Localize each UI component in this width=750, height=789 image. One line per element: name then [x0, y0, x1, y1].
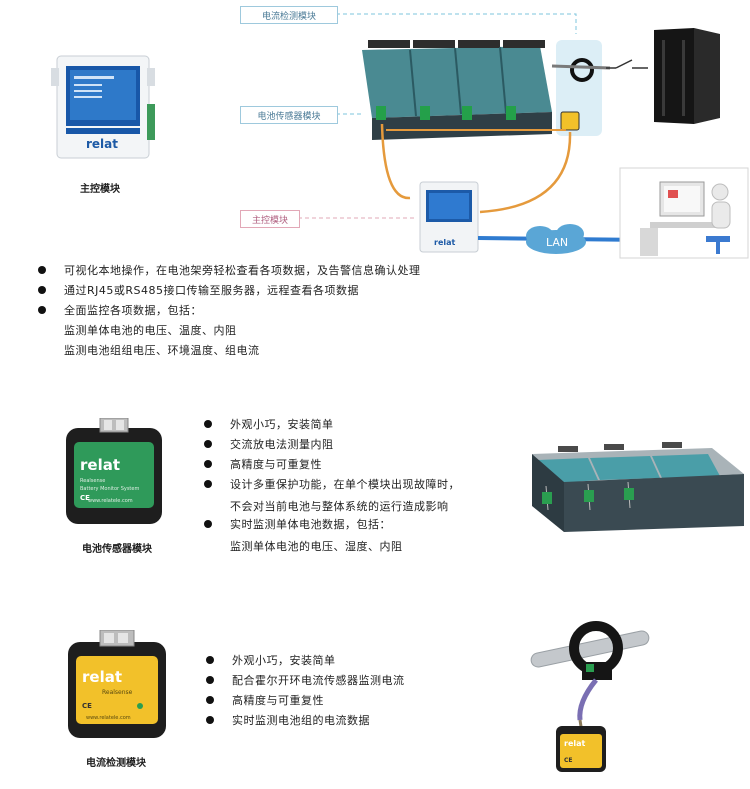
sensor-module-device: relat Realsense Battery Monitor System w… [66, 418, 162, 524]
sensor-feature-4-continuation: 不会对当前电池与整体系统的运行造成影响 [230, 500, 449, 513]
system-diagram: relat [51, 13, 749, 259]
sensor-feature-1: 外观小巧，安装简单 [204, 414, 334, 434]
hall-sensor-illustration: relat CE [530, 621, 650, 772]
bullet-icon [206, 676, 214, 684]
current-product-line1: Realsense [102, 689, 133, 696]
svg-text:CE: CE [564, 757, 573, 764]
server-cabinet [654, 28, 720, 124]
sensor-module-caption: 电池传感器模块 [82, 544, 152, 555]
sensor-feature-sub: 监测单体电池的电压、湿度、内阻 [230, 540, 403, 553]
main-controller-logo: relat [86, 137, 118, 151]
display-unit-device: relat [419, 181, 479, 253]
bullet-icon [204, 420, 212, 428]
current-feature-1: 外观小巧，安装简单 [206, 650, 336, 670]
callout-sensor-module: 电池传感器模块 [240, 106, 338, 124]
svg-text:relat: relat [564, 739, 586, 748]
current-module-device: relat Realsense CE www.relatele.com [68, 630, 166, 738]
sensor-product-line1: Realsense [80, 478, 105, 484]
main-feature-sub-1: 监测单体电池的电压、温度、内阻 [64, 324, 237, 337]
sensor-feature-3: 高精度与可重复性 [204, 454, 322, 474]
main-controller-device: relat [51, 55, 155, 159]
main-feature-1: 可视化本地操作，在电池架旁轻松查看各项数据，及告警信息确认处理 [38, 260, 421, 280]
sensor-brand-logo: relat [80, 456, 120, 474]
bullet-icon [38, 306, 46, 314]
sensor-cable-right [479, 131, 572, 214]
sensor-feature-4: 设计多重保护功能，在单个模块出现故障时， [204, 474, 460, 494]
battery-bank-illustration [532, 442, 744, 532]
bullet-icon [206, 696, 214, 704]
current-brand-logo: relat [82, 668, 122, 686]
sensor-feature-5: 实时监测单体电池数据，包括： [204, 514, 391, 534]
svg-text:CE: CE [80, 494, 90, 502]
main-feature-3: 全面监控各项数据，包括： [38, 300, 202, 320]
main-feature-sub-2: 监测电池组组电压、环境温度、组电流 [64, 344, 260, 357]
current-feature-4: 实时监测电池组的电流数据 [206, 710, 370, 730]
bullet-icon [204, 480, 212, 488]
bullet-icon [38, 286, 46, 294]
current-feature-2: 配合霍尔开环电流传感器监测电流 [206, 670, 405, 690]
current-sensor-device [551, 58, 611, 131]
bullet-icon [206, 716, 214, 724]
current-product-url: www.relatele.com [86, 715, 131, 721]
bullet-icon [38, 266, 46, 274]
battery-rack [362, 40, 552, 140]
bullet-icon [204, 460, 212, 468]
callout-current-module: 电流检测模块 [240, 6, 338, 24]
bullet-icon [204, 520, 212, 528]
svg-text:relat: relat [434, 238, 456, 247]
sensor-product-line2: Battery Monitor System [80, 486, 139, 492]
svg-text:CE: CE [82, 702, 92, 710]
sensor-feature-2: 交流放电法测量内阻 [204, 434, 334, 454]
main-module-caption: 主控模块 [80, 184, 120, 195]
workstation-illustration [619, 167, 749, 259]
sensor-product-url: www.relatele.com [88, 498, 133, 504]
bullet-icon [204, 440, 212, 448]
lan-label: LAN [546, 236, 568, 249]
sensor-cable-left [380, 123, 411, 200]
current-feature-3: 高精度与可重复性 [206, 690, 324, 710]
main-feature-2: 通过RJ45或RS485接口传输至服务器，远程查看各项数据 [38, 280, 359, 300]
bullet-icon [206, 656, 214, 664]
callout-main-module: 主控模块 [240, 210, 300, 228]
current-module-caption: 电流检测模块 [86, 758, 146, 769]
lan-cloud: LAN [526, 224, 586, 254]
